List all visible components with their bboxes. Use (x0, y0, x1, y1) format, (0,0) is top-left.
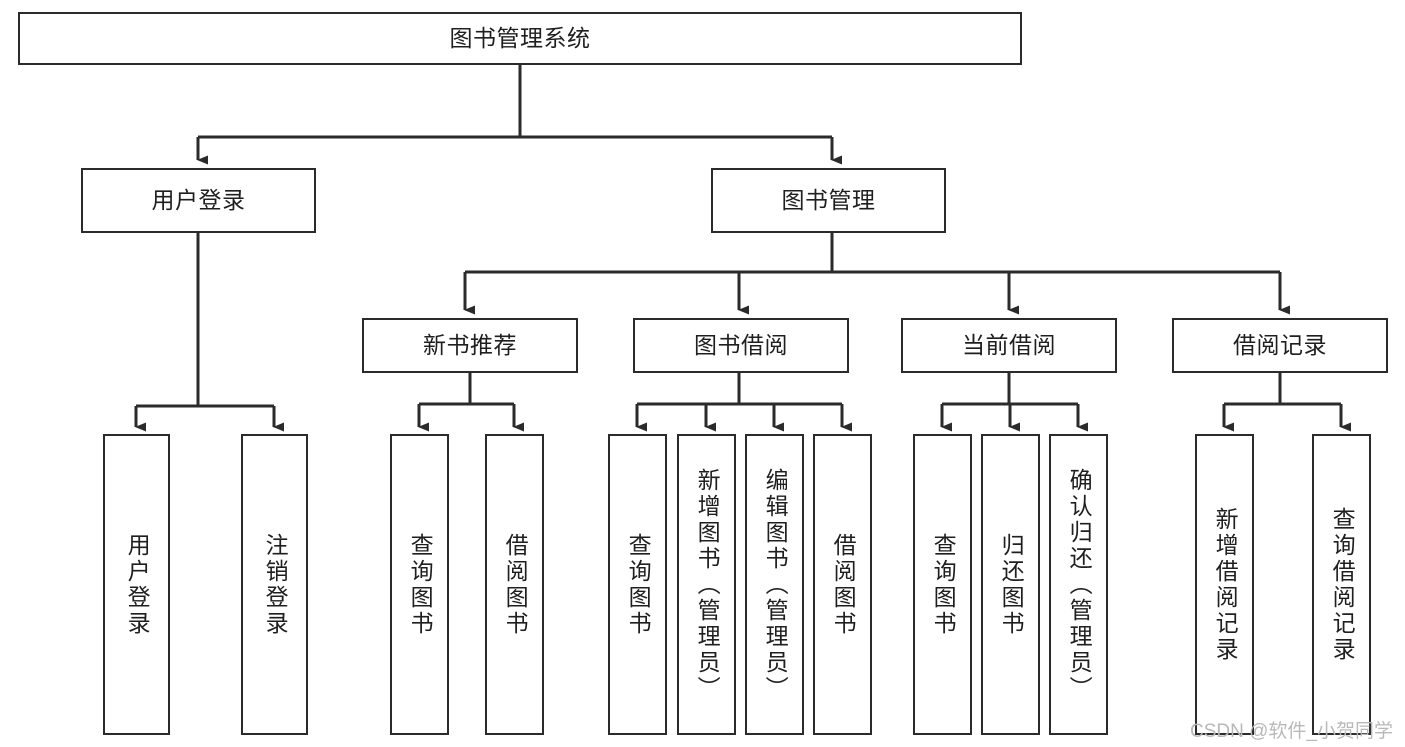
node-leaf-return-book[interactable]: 归还图书 (981, 434, 1040, 735)
node-leaf-user-login[interactable]: 用户登录 (103, 434, 170, 735)
node-current-borrow-label: 当前借阅 (962, 331, 1056, 358)
node-leaf-query-book-2-label: 查询图书 (625, 532, 652, 637)
node-root-label: 图书管理系统 (449, 24, 591, 51)
node-leaf-confirm-return-label: 确认归还（管理员） (1066, 467, 1093, 702)
node-borrow-record[interactable]: 借阅记录 (1172, 318, 1388, 373)
node-book-borrow-label: 图书借阅 (694, 331, 788, 358)
node-leaf-query-book-2[interactable]: 查询图书 (608, 434, 667, 735)
node-new-book-recommend-label: 新书推荐 (423, 331, 517, 358)
node-leaf-add-record[interactable]: 新增借阅记录 (1195, 434, 1254, 735)
node-leaf-query-book-3-label: 查询图书 (930, 532, 957, 637)
node-leaf-query-record[interactable]: 查询借阅记录 (1312, 434, 1371, 735)
watermark: CSDN @软件_小贺同学 (1190, 721, 1393, 742)
node-book-borrow[interactable]: 图书借阅 (633, 318, 849, 373)
node-user-login-label: 用户登录 (151, 186, 246, 213)
node-leaf-logout-label: 注销登录 (262, 532, 289, 637)
node-leaf-borrow-book-1[interactable]: 借阅图书 (485, 434, 544, 735)
node-user-login[interactable]: 用户登录 (81, 168, 316, 233)
node-leaf-user-login-label: 用户登录 (124, 532, 151, 637)
node-leaf-edit-book[interactable]: 编辑图书（管理员） (745, 434, 804, 735)
node-leaf-edit-book-label: 编辑图书（管理员） (762, 467, 789, 702)
node-leaf-logout[interactable]: 注销登录 (241, 434, 308, 735)
node-borrow-record-label: 借阅记录 (1233, 331, 1327, 358)
node-leaf-add-record-label: 新增借阅记录 (1212, 506, 1239, 663)
node-leaf-borrow-book-2-label: 借阅图书 (830, 532, 857, 637)
node-leaf-query-record-label: 查询借阅记录 (1329, 506, 1356, 663)
node-current-borrow[interactable]: 当前借阅 (901, 318, 1117, 373)
node-book-management-label: 图书管理 (781, 186, 876, 213)
node-book-management[interactable]: 图书管理 (711, 168, 946, 233)
node-leaf-query-book-1[interactable]: 查询图书 (390, 434, 449, 735)
node-leaf-add-book-label: 新增图书（管理员） (694, 467, 721, 702)
node-root[interactable]: 图书管理系统 (18, 12, 1022, 65)
node-leaf-add-book[interactable]: 新增图书（管理员） (677, 434, 736, 735)
node-leaf-query-book-1-label: 查询图书 (407, 532, 434, 637)
node-leaf-borrow-book-2[interactable]: 借阅图书 (813, 434, 872, 735)
node-leaf-query-book-3[interactable]: 查询图书 (913, 434, 972, 735)
node-leaf-return-book-label: 归还图书 (998, 532, 1025, 637)
node-leaf-confirm-return[interactable]: 确认归还（管理员） (1049, 434, 1108, 735)
node-leaf-borrow-book-1-label: 借阅图书 (502, 532, 529, 637)
node-new-book-recommend[interactable]: 新书推荐 (362, 318, 578, 373)
